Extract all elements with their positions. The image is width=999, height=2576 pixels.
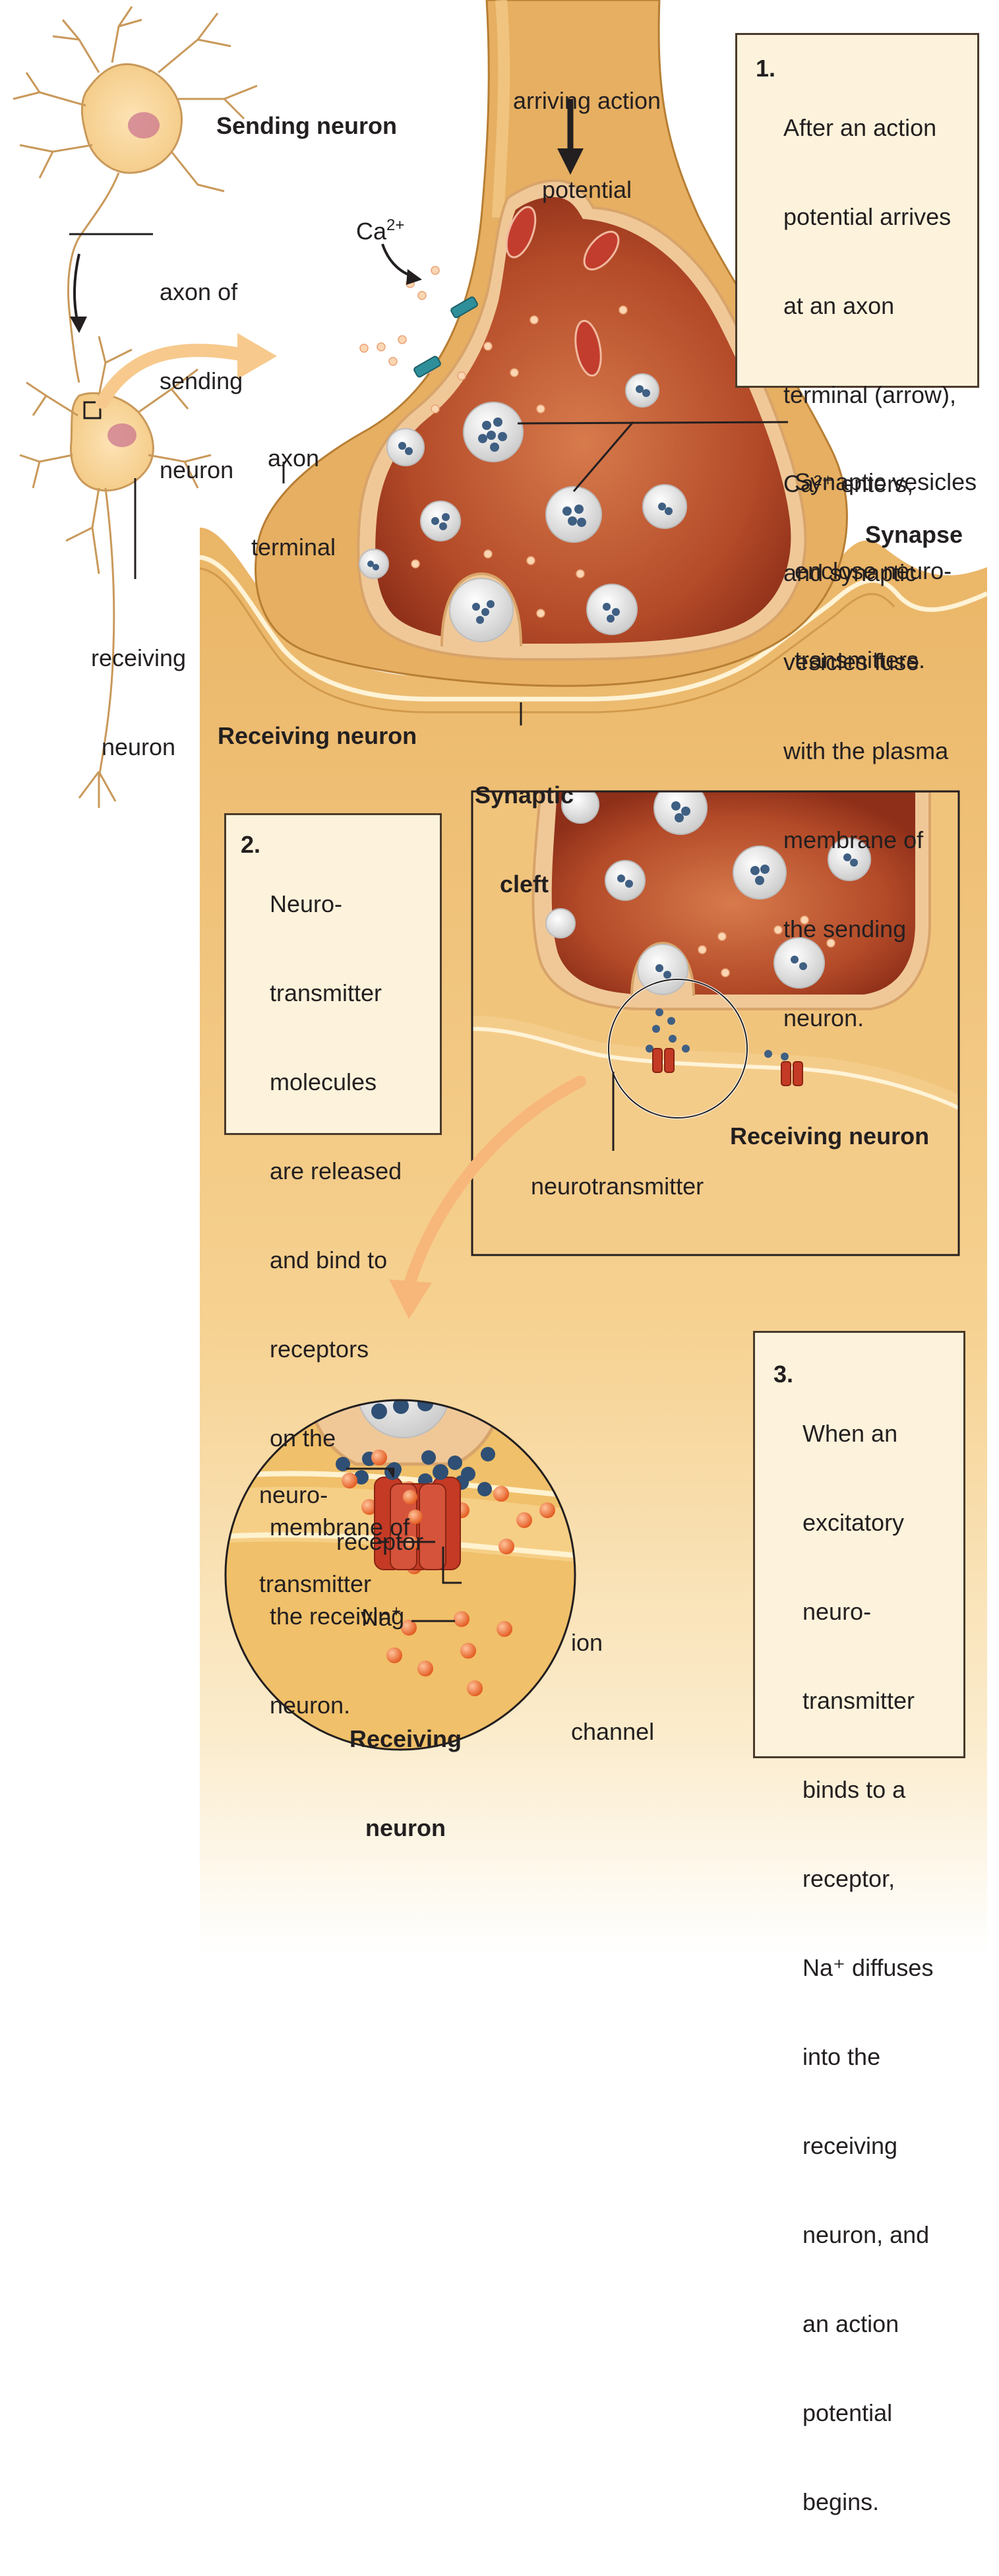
step-2-line: neuron. [270,1692,351,1719]
calcium-label: Ca2+ [356,216,404,246]
step-3-box: 3. When an excitatory neuro- transmitter… [753,1331,965,2515]
zoom-arrow-2 [403,1076,586,1292]
step-3-number: 3. [773,1361,794,1388]
receiving-neuron-line1: receiving [90,644,187,671]
synapse-label: Synapse [865,521,963,548]
receiving-neuron-line2: neuron [101,733,176,760]
synaptic-vesicles-label: Synaptic vesicles enclose neuro- transmi… [795,408,977,704]
circle-nt-line1: neuro- [259,1481,328,1508]
step-1-line: potential arrives [783,203,952,230]
step-3-line: excitatory [802,1509,905,1536]
axon-terminal-line1: axon [267,445,320,472]
receiving-neuron-label: Receiving neuron [218,722,417,749]
step-3-line: an action [802,2310,899,2337]
terminal-interior [375,197,791,644]
step-1-line: and synaptic [783,559,917,586]
synaptic-cleft-label: Synaptic cleft [455,721,593,929]
step-2-line: Neuro- [270,890,343,917]
receptor-label: receptor [336,1528,424,1555]
step-2-line: receptors [270,1335,369,1363]
step-3-line: transmitter [802,1687,915,1714]
step-2-number: 2. [241,831,261,858]
step-2-line: the receiving [270,1603,405,1630]
step-2-text: Neuro- transmitter molecules are release… [270,830,409,1779]
axon-of-sending-line3: neuron [160,456,234,483]
step-1-line: at an axon [783,292,895,319]
vesicle-neurotransmitters [367,385,673,624]
leader-lines [69,233,789,725]
circle-neurotransmitter-label: neuro- transmitter [259,1421,371,1628]
ion-channel-label: ion channel [571,1568,654,1776]
synaptic-cleft-line1: Synaptic [474,782,574,809]
arriving-action-potential-label: arriving action potential [495,26,679,234]
step-1-line: neuron. [783,1004,864,1031]
inset-receiving-neuron-label: Receiving neuron [730,1122,930,1150]
step-1-line: the sending [783,915,907,942]
ion-channel-line1: ion [571,1629,603,1656]
step-1-number: 1. [756,55,776,82]
circle-receiving-neuron-label: Receiving neuron [340,1665,471,1872]
step-3-line: begins. [802,2488,880,2515]
step-1-line: After an action [783,114,937,141]
step-1-line: with the plasma [783,737,949,764]
step-3-line: receptor, [802,1865,895,1892]
calcium-charge: 2+ [386,216,405,234]
axon-terminal-label: axon terminal [244,384,343,592]
step-2-line: transmitter [270,979,382,1006]
axon-direction-arrow [73,253,80,324]
step-3-line: Na⁺ diffuses [802,1954,934,1981]
step-3-text: When an excitatory neuro- transmitter bi… [802,1359,933,2576]
step-1-text: After an action potential arrives at an … [783,53,956,1092]
receiving-membrane [199,555,988,702]
arriving-ap-line1: arriving action [512,87,661,114]
step-3-line: binds to a [802,1776,906,1803]
step-2-line: membrane of [270,1514,410,1541]
sodium-symbol: Na [361,1604,392,1631]
step-2-line: and bind to [270,1246,388,1273]
calcium-symbol: Ca [356,218,387,245]
step-3-line: When an [802,1420,898,1447]
sodium-charge: + [392,1603,402,1620]
calcium-channels [413,296,478,378]
step-1-line: terminal (arrow), [783,381,957,408]
ion-channel-line2: channel [571,1718,655,1745]
mitochondria [505,206,620,377]
step-2-box: 2. Neuro- transmitter molecules are rele… [224,813,442,1719]
axon-of-sending-neuron-label: axon of sending neuron [160,218,243,514]
inset-neurotransmitter-label: neurotransmitter [531,1173,704,1200]
synaptic-vesicles-line3: transmitters. [795,646,926,673]
sodium-label: Na+ [361,1603,401,1632]
synapse-highlight-box [83,401,102,419]
step-1-box: 1. After an action potential arrives at … [735,33,979,1031]
sending-neuron-label: Sending neuron [216,112,397,139]
receiving-neuron-small-label: receiving neuron [79,584,198,791]
synaptic-cleft-line2: cleft [499,871,549,898]
synapse-illustration [13,0,988,1954]
step-2-line: molecules [270,1068,377,1095]
step-2-line: are released [270,1157,402,1184]
circle-receiving-line1: Receiving [349,1725,462,1752]
step-2-line: on the [270,1425,336,1452]
step-3-line: receiving [802,2132,898,2159]
step-3-line: neuro- [802,1598,872,1625]
step-1-line: vesicles fuse [783,648,920,675]
synaptic-vesicles-line1: Synaptic vesicles [795,468,977,495]
arriving-ap-line2: potential [541,176,632,203]
circle-nt-line2: transmitter [259,1570,372,1597]
step-3-line: into the [802,2043,881,2070]
circle-receiving-line2: neuron [365,1814,446,1841]
step-1-line: Ca²⁺ enters, [783,470,914,497]
step-3-line: neuron, and [802,2221,930,2248]
step-1-line: membrane of [783,826,924,853]
synaptic-vesicles-line2: enclose neuro- [795,557,952,584]
axon-of-sending-line2: sending [160,367,243,394]
zoom-arrow [96,344,257,409]
step-3-line: potential [802,2399,893,2426]
axon-terminal-line2: terminal [251,534,336,561]
axon-of-sending-line1: axon of [160,278,238,305]
